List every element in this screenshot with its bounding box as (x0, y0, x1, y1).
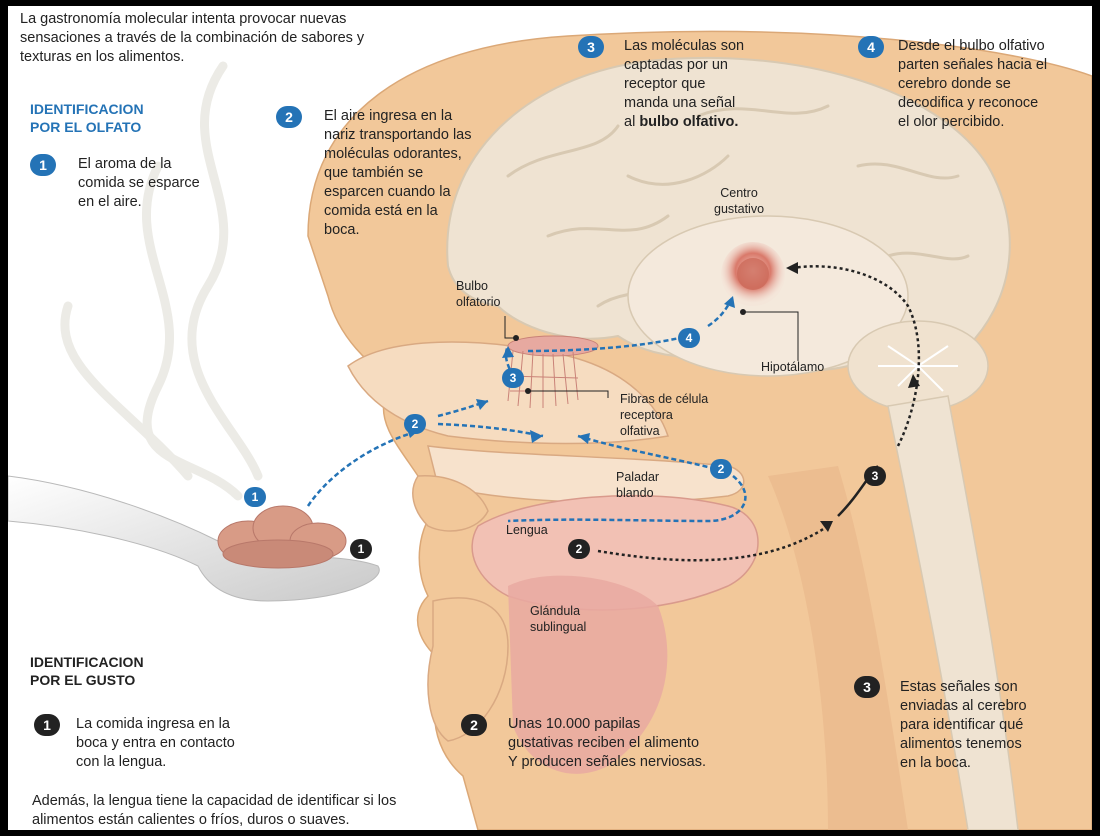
path-badge-olfato-3: 3 (502, 368, 524, 388)
gusto-step-3-badge: 3 (854, 676, 880, 698)
hipotalamo-dot (740, 309, 746, 315)
label-centro-gustativo: Centro gustativo (714, 185, 764, 217)
olfato-step-3-text: Las moléculas son captadas por un recept… (624, 37, 744, 132)
path-badge-olfato-4: 4 (678, 328, 700, 348)
gusto-footer-text: Además, la lengua tiene la capacidad de … (32, 792, 396, 830)
olfactory-bulb (508, 336, 598, 356)
food-on-spoon (218, 506, 346, 568)
label-bulbo-olfatorio: Bulbo olfatorio (456, 278, 500, 310)
path-badge-olfato-1: 1 (244, 487, 266, 507)
olfato-step-2-badge: 2 (276, 106, 302, 128)
label-fibras: Fibras de célula receptora olfativa (620, 391, 708, 439)
olfato-step-3-text-b: bulbo olfativo. (639, 114, 738, 130)
olfato-step-4-text: Desde el bulbo olfativo parten señales h… (898, 37, 1047, 132)
path-badge-gusto-3: 3 (864, 466, 886, 486)
gusto-step-1-badge: 1 (34, 714, 60, 736)
olfato-step-1-badge: 1 (30, 154, 56, 176)
gusto-step-1-text: La comida ingresa en la boca y entra en … (76, 715, 235, 772)
olfato-step-1-text: El aroma de la comida se esparce en el a… (78, 155, 200, 212)
label-paladar-blando: Paladar blando (616, 469, 659, 501)
label-hipotalamo: Hipotálamo (761, 359, 824, 375)
label-glandula-sublingual: Glándula sublingual (530, 603, 586, 635)
fibras-dot (525, 388, 531, 394)
intro-text: La gastronomía molecular intenta provoca… (20, 10, 540, 67)
olfato-step-4-badge: 4 (858, 36, 884, 58)
path-badge-gusto-2: 2 (568, 539, 590, 559)
taste-center-core (737, 258, 769, 290)
path-badge-olfato-2a: 2 (404, 414, 426, 434)
path-badge-olfato-2b: 2 (710, 459, 732, 479)
path-badge-gusto-1: 1 (350, 539, 372, 559)
olfato-step-2-text: El aire ingresa en la nariz transportand… (324, 107, 472, 240)
gusto-heading: IDENTIFICACION POR EL GUSTO (30, 653, 144, 689)
label-lengua: Lengua (506, 522, 548, 538)
gusto-step-3-text: Estas señales son enviadas al cerebro pa… (900, 678, 1027, 773)
olfato-step-3-badge: 3 (578, 36, 604, 58)
bulbo-dot (513, 335, 519, 341)
gusto-step-2-text: Unas 10.000 papilas gustativas reciben e… (508, 715, 706, 772)
infographic: La gastronomía molecular intenta provoca… (8, 6, 1092, 830)
olfato-heading: IDENTIFICACION POR EL OLFATO (30, 100, 144, 136)
gusto-step-2-badge: 2 (461, 714, 487, 736)
